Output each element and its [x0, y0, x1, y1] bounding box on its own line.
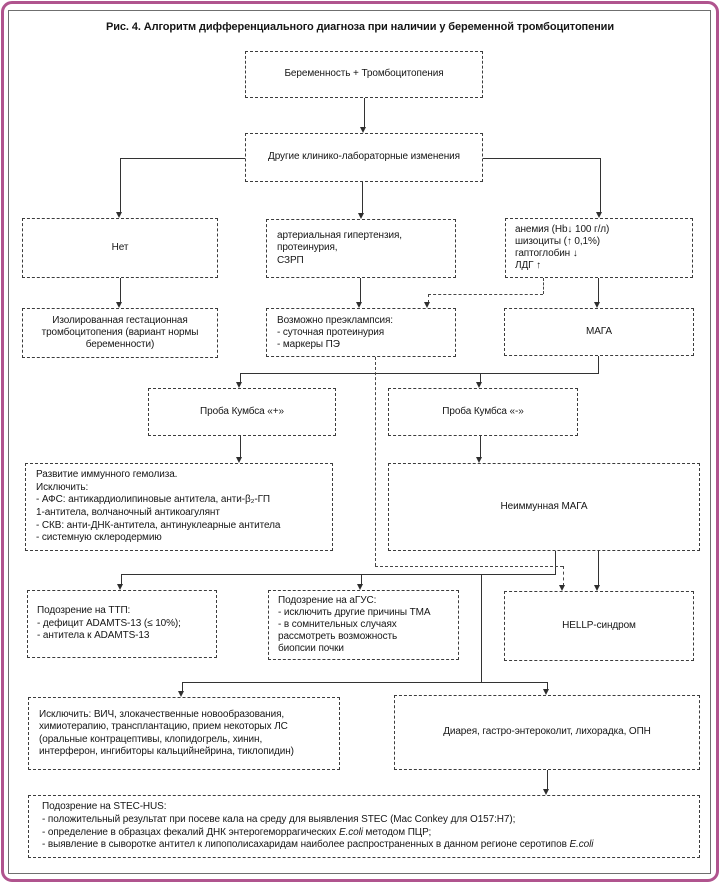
connector: [120, 158, 245, 159]
node-label: Проба Кумбса «-»: [442, 405, 524, 417]
node-coombs-positive: Проба Кумбса «+»: [148, 388, 336, 436]
arrowhead: [594, 585, 600, 591]
connector: [182, 682, 548, 683]
node-exclude-hiv-drugs: Исключить: ВИЧ, злокачественные новообра…: [28, 697, 340, 770]
node-no-changes: Нет: [22, 218, 218, 278]
connector: [480, 373, 481, 383]
arrowhead: [594, 302, 600, 308]
arrowhead: [543, 689, 549, 695]
arrowhead: [236, 382, 242, 388]
node-label: Развитие иммунного гемолиза. Исключить: …: [36, 469, 281, 544]
connector: [555, 551, 556, 574]
connector: [483, 158, 600, 159]
connector: [598, 278, 599, 303]
dashed-connector: [375, 357, 376, 566]
dashed-connector: [428, 294, 429, 303]
node-label: Подозрение на ТТП: - дефицит ADAMTS-13 (…: [37, 605, 181, 642]
connector: [360, 278, 361, 303]
connector: [600, 158, 601, 213]
node-label: Подозрение на STEC-HUS: - положительный …: [42, 801, 593, 852]
connector: [598, 551, 599, 586]
arrowhead: [424, 302, 430, 308]
arrowhead: [236, 457, 242, 463]
connector: [364, 98, 365, 128]
arrowhead: [476, 382, 482, 388]
node-label: Возможно преэклампсия: - суточная протеи…: [277, 314, 393, 350]
connector: [547, 682, 548, 690]
figure-title: Рис. 4. Алгоритм дифференциального диагн…: [105, 21, 614, 33]
connector: [598, 356, 599, 374]
connector: [182, 682, 183, 692]
arrowhead: [356, 302, 362, 308]
node-hypertension-proteinuria: артериальная гипертензия, протеинурия, С…: [266, 219, 456, 278]
node-maha: МАГА: [504, 308, 694, 356]
connector: [361, 574, 362, 585]
node-label: анемия (Hb↓ 100 г/л) шизоциты (↑ 0,1%) г…: [515, 223, 610, 272]
connector: [240, 373, 241, 383]
stec-line3-text: - выявление в сыворотке антител к липопо…: [42, 839, 570, 851]
node-label: Проба Кумбса «+»: [200, 405, 284, 417]
node-other-clinical-lab-changes: Другие клинико-лабораторные изменения: [245, 133, 483, 182]
arrowhead: [476, 457, 482, 463]
node-hellp-syndrome: HELLP-синдром: [504, 591, 694, 661]
stec-line3-ecoli: E.coli: [569, 839, 594, 851]
node-immune-hemolysis: Развитие иммунного гемолиза. Исключить: …: [25, 463, 333, 551]
stec-line1: - положительный результат при посеве кал…: [42, 813, 516, 825]
node-nonimmune-maha: Неиммунная МАГА: [388, 463, 700, 551]
node-label: Нет: [111, 241, 129, 253]
dashed-connector: [375, 566, 563, 567]
connector: [547, 770, 548, 790]
node-ttp-suspicion: Подозрение на ТТП: - дефицит ADAMTS-13 (…: [27, 590, 217, 658]
node-pregnancy-thrombocytopenia: Беременность + Тромбоцитопения: [245, 51, 483, 98]
node-label: Исключить: ВИЧ, злокачественные новообра…: [39, 708, 294, 757]
node-label: артериальная гипертензия, протеинурия, С…: [277, 229, 402, 266]
arrowhead: [357, 584, 363, 590]
connector: [121, 574, 556, 575]
arrowhead: [360, 127, 366, 133]
node-stec-hus-suspicion: Подозрение на STEC-HUS: - положительный …: [28, 795, 700, 858]
node-label: Изолированная гестационная тромбоцитопен…: [41, 315, 199, 350]
connector: [240, 373, 599, 374]
dashed-connector: [563, 566, 564, 586]
stec-title: Подозрение на STEC-HUS:: [42, 800, 167, 812]
arrowhead: [543, 789, 549, 795]
node-label: МАГА: [585, 325, 613, 337]
node-possible-preeclampsia: Возможно преэклампсия: - суточная протеи…: [266, 308, 456, 357]
connector: [120, 278, 121, 303]
arrowhead: [178, 691, 184, 697]
node-label: Другие клинико-лабораторные изменения: [268, 151, 460, 163]
connector: [121, 574, 122, 585]
connector: [240, 436, 241, 458]
stec-line2: - определение в образцах фекалий ДНК энт…: [42, 827, 593, 840]
node-label: Подозрение на аГУС: - исключить другие п…: [278, 595, 431, 654]
stec-line2-ecoli: E.coli: [339, 826, 363, 838]
stec-line2-tail: методом ПЦР;: [362, 826, 432, 838]
arrowhead: [358, 213, 364, 219]
arrowhead: [116, 212, 122, 218]
node-label: Диарея, гастро-энтероколит, лихорадка, О…: [443, 726, 651, 738]
dashed-connector: [543, 278, 544, 294]
node-label: HELLP-синдром: [562, 619, 636, 631]
stec-line2-text: - определение в образцах фекалий ДНК энт…: [42, 826, 340, 838]
node-label: Неиммунная МАГА: [500, 500, 588, 512]
node-coombs-negative: Проба Кумбса «-»: [388, 388, 578, 436]
node-ahus-suspicion: Подозрение на аГУС: - исключить другие п…: [268, 590, 459, 660]
connector: [362, 182, 363, 214]
connector: [481, 574, 482, 683]
arrowhead: [559, 585, 565, 591]
node-diarrhea-opn: Диарея, гастро-энтероколит, лихорадка, О…: [394, 695, 700, 770]
connector: [480, 436, 481, 458]
connector: [120, 158, 121, 213]
node-gestational-thrombocytopenia: Изолированная гестационная тромбоцитопен…: [22, 308, 218, 358]
node-label: Беременность + Тромбоцитопения: [284, 68, 444, 80]
stec-line3: - выявление в сыворотке антител к липопо…: [42, 839, 593, 852]
arrowhead: [116, 302, 122, 308]
arrowhead: [596, 212, 602, 218]
node-anemia-signs: анемия (Hb↓ 100 г/л) шизоциты (↑ 0,1%) г…: [505, 218, 693, 278]
dashed-connector: [428, 294, 543, 295]
arrowhead: [117, 584, 123, 590]
